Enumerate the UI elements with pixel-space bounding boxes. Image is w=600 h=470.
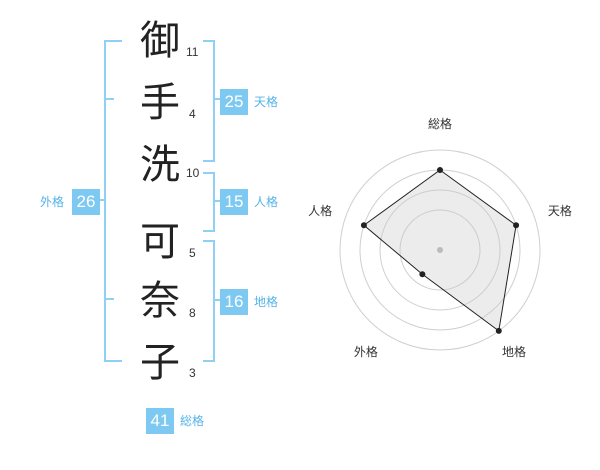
jinkaku-bracket [203, 172, 215, 232]
stroke-count-2: 4 [189, 107, 196, 121]
name-char-5: 奈 [140, 278, 180, 324]
radar-grid-ring-1 [399, 209, 481, 291]
tenkaku-bracket-tick [213, 98, 221, 100]
stroke-count-5: 8 [189, 306, 196, 320]
name-char-2: 手 [140, 80, 180, 126]
soukaku-label: 総格 [180, 414, 205, 428]
tenkaku-bracket [203, 40, 215, 162]
radar-axis-label-5: 人格 [308, 203, 332, 218]
stroke-count-1: 11 [186, 45, 199, 59]
chikaku-label: 地格 [254, 295, 279, 309]
jinkaku-bracket-tick [213, 200, 221, 202]
stroke-count-6: 3 [189, 366, 196, 380]
name-char-3: 洗 [140, 142, 180, 188]
stroke-count-4: 5 [189, 246, 196, 260]
gaikaku-bracket-tick [96, 199, 106, 201]
chikaku-value: 16 [220, 289, 248, 315]
radar-axis-label-1: 総格 [428, 116, 452, 131]
name-char-4: 可 [140, 219, 180, 265]
radar-axis-label-4: 外格 [354, 344, 378, 359]
chikaku-bracket [203, 240, 215, 362]
jinkaku-value: 15 [220, 189, 248, 215]
radar-grid-ring-4 [339, 149, 541, 351]
gaikaku-value: 26 [72, 189, 100, 215]
gaikaku-bracket-tick-top [104, 98, 114, 100]
jinkaku-label: 人格 [254, 195, 279, 209]
soukaku-value: 41 [146, 408, 174, 434]
stroke-count-3: 10 [186, 166, 200, 180]
chikaku-bracket-tick [213, 299, 221, 301]
radar-grid-ring-2 [379, 189, 501, 311]
radar-axis-label-3: 地格 [502, 344, 526, 359]
radar-point-5 [360, 222, 367, 229]
name-char-1: 御 [140, 18, 180, 64]
gaikaku-bracket-tick-bottom [104, 298, 114, 300]
tenkaku-label: 天格 [254, 95, 279, 109]
radar-center-point [437, 247, 443, 253]
name-char-6: 子 [140, 340, 180, 386]
radar-point-1 [437, 167, 443, 173]
radar-point-2 [513, 222, 520, 229]
radar-point-3 [495, 327, 502, 334]
radar-axis-label-2: 天格 [548, 203, 572, 218]
tenkaku-value: 25 [220, 89, 248, 115]
radar-point-4 [419, 271, 426, 278]
gaikaku-label: 外格 [40, 195, 65, 209]
gaikaku-bracket [104, 40, 122, 362]
